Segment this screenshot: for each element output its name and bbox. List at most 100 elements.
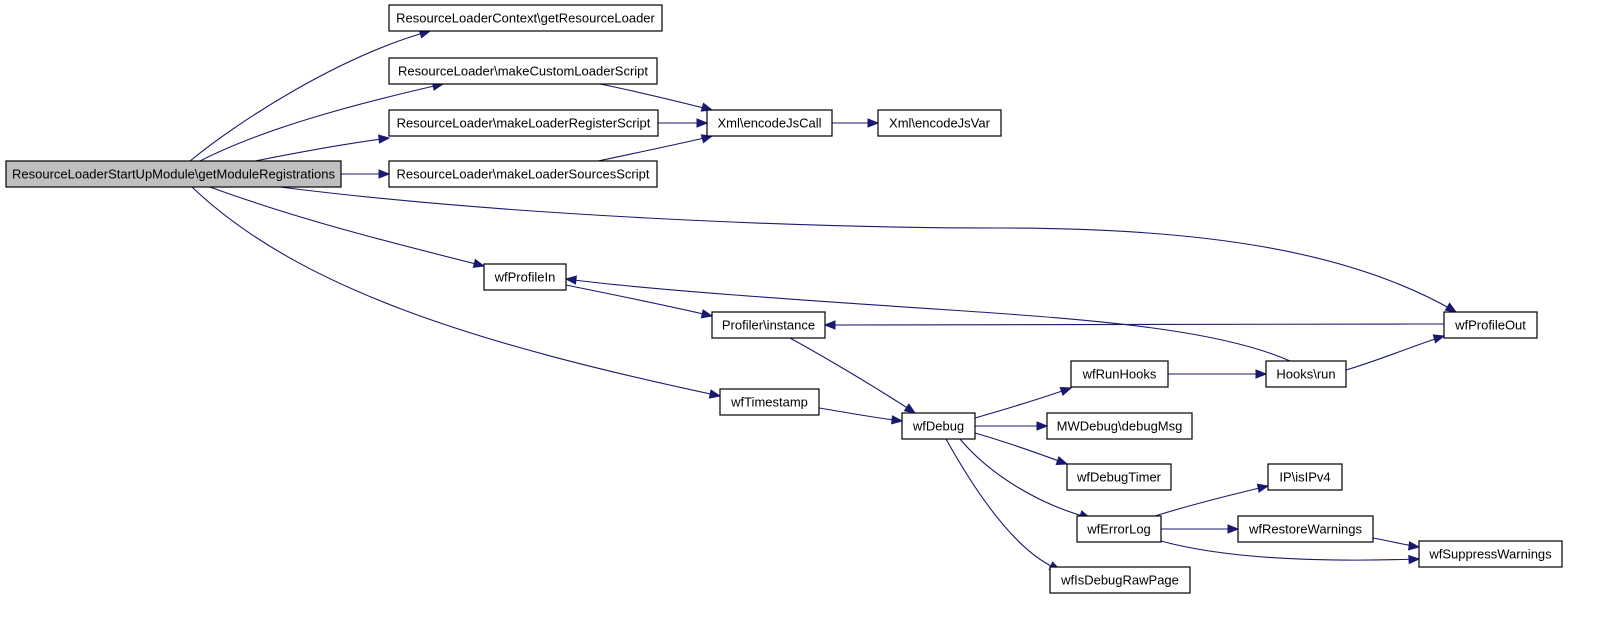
edge-wfDebug-to-debugMsg xyxy=(975,421,1049,431)
node-wfDebugTimer[interactable]: wfDebugTimer xyxy=(1066,463,1172,491)
node-label: wfErrorLog xyxy=(1086,522,1151,537)
node-wfProfileOut[interactable]: wfProfileOut xyxy=(1443,311,1538,339)
node-hooksRun[interactable]: Hooks\run xyxy=(1265,360,1347,388)
node-makeLoaderSourcesScript[interactable]: ResourceLoader\makeLoaderSourcesScript xyxy=(388,160,658,188)
node-box[interactable] xyxy=(1237,515,1374,543)
arrowhead-icon xyxy=(378,169,391,179)
node-label: ResourceLoader\makeLoaderSourcesScript xyxy=(397,167,650,182)
arrowhead-icon xyxy=(1444,302,1458,313)
node-encodeJsCall[interactable]: Xml\encodeJsCall xyxy=(706,109,833,137)
node-box[interactable] xyxy=(1076,515,1162,543)
node-debugMsg[interactable]: MWDebug\debugMsg xyxy=(1046,412,1193,440)
node-box[interactable] xyxy=(1066,463,1172,491)
node-getResourceLoader[interactable]: ResourceLoaderContext\getResourceLoader xyxy=(388,4,663,32)
node-box[interactable] xyxy=(706,109,833,137)
edge-wfErrorLog-to-wfSuppressWarnings xyxy=(1160,540,1421,565)
node-wfIsDebugRawPage[interactable]: wfIsDebugRawPage xyxy=(1049,566,1191,594)
edge-line xyxy=(824,323,1445,326)
arrowhead-icon xyxy=(1408,554,1421,565)
edge-line xyxy=(789,337,916,414)
arrowhead-icon xyxy=(696,118,709,128)
edge-profilerInstance-to-wfDebug xyxy=(789,337,917,414)
node-wfErrorLog[interactable]: wfErrorLog xyxy=(1076,515,1162,543)
node-wfRunHooks[interactable]: wfRunHooks xyxy=(1070,360,1169,388)
arrowhead-icon xyxy=(1227,524,1240,534)
arrowhead-icon xyxy=(708,389,722,399)
node-box[interactable] xyxy=(1267,463,1343,491)
node-wfProfileIn[interactable]: wfProfileIn xyxy=(483,263,567,291)
node-box[interactable] xyxy=(1049,566,1191,594)
arrowhead-icon xyxy=(867,118,880,128)
arrowhead-icon xyxy=(1256,483,1270,493)
node-box[interactable] xyxy=(5,160,342,188)
arrowhead-icon xyxy=(823,320,836,330)
node-profilerInstance[interactable]: Profiler\instance xyxy=(711,311,826,339)
edges-layer xyxy=(189,29,1458,571)
node-label: Hooks\run xyxy=(1276,367,1335,382)
node-label: Xml\encodeJsCall xyxy=(717,116,821,131)
edge-wfDebug-to-wfIsDebugRawPage xyxy=(945,438,1062,571)
node-box[interactable] xyxy=(1265,360,1347,388)
node-wfDebug[interactable]: wfDebug xyxy=(901,412,976,440)
edge-root-to-makeLoaderSourcesScript xyxy=(341,169,391,179)
arrowhead-icon xyxy=(700,309,714,319)
node-makeLoaderRegisterScript[interactable]: ResourceLoader\makeLoaderRegisterScript xyxy=(388,109,659,137)
node-label: Profiler\instance xyxy=(722,318,815,333)
arrowhead-icon xyxy=(903,403,917,414)
node-label: wfProfileIn xyxy=(494,270,556,285)
node-box[interactable] xyxy=(388,109,659,137)
edge-line xyxy=(818,407,903,422)
node-box[interactable] xyxy=(719,388,820,416)
arrowhead-icon xyxy=(1255,369,1268,379)
arrowhead-icon xyxy=(1432,334,1446,344)
node-wfRestoreWarnings[interactable]: wfRestoreWarnings xyxy=(1237,515,1374,543)
arrowhead-icon xyxy=(1059,387,1073,396)
edge-line xyxy=(945,438,1061,571)
edge-wfErrorLog-to-wfRestoreWarnings xyxy=(1161,524,1240,534)
node-box[interactable] xyxy=(483,263,567,291)
edge-wfProfileIn-to-profilerInstance xyxy=(565,284,714,319)
edge-line xyxy=(279,186,1457,313)
arrowhead-icon xyxy=(1408,541,1421,551)
edge-line xyxy=(189,30,431,162)
node-wfSuppressWarnings[interactable]: wfSuppressWarnings xyxy=(1418,540,1563,568)
edge-wfTimestamp-to-wfDebug xyxy=(818,407,904,425)
edge-wfRunHooks-to-hooksRun xyxy=(1168,369,1268,379)
node-box[interactable] xyxy=(1046,412,1193,440)
node-root[interactable]: ResourceLoaderStartUpModule\getModuleReg… xyxy=(5,160,342,188)
node-box[interactable] xyxy=(711,311,826,339)
node-isIPv4[interactable]: IP\isIPv4 xyxy=(1267,463,1343,491)
node-box[interactable] xyxy=(901,412,976,440)
edge-makeLoaderSourcesScript-to-encodeJsCall xyxy=(597,134,714,162)
node-box[interactable] xyxy=(1418,540,1563,568)
node-box[interactable] xyxy=(1443,311,1538,339)
edge-wfRestoreWarnings-to-wfSuppressWarnings xyxy=(1372,537,1421,551)
arrowhead-icon xyxy=(891,415,904,425)
node-label: wfRestoreWarnings xyxy=(1248,522,1362,537)
edge-line xyxy=(191,186,721,397)
node-makeCustomLoaderScript[interactable]: ResourceLoader\makeCustomLoaderScript xyxy=(388,57,658,85)
node-encodeJsVar[interactable]: Xml\encodeJsVar xyxy=(877,109,1002,137)
node-label: wfRunHooks xyxy=(1082,367,1157,382)
node-label: wfSuppressWarnings xyxy=(1428,547,1552,562)
node-label: Xml\encodeJsVar xyxy=(889,116,991,131)
node-label: ResourceLoaderStartUpModule\getModuleReg… xyxy=(12,167,336,182)
node-wfTimestamp[interactable]: wfTimestamp xyxy=(719,388,820,416)
edge-line xyxy=(209,186,485,267)
edge-makeLoaderRegisterScript-to-encodeJsCall xyxy=(658,118,709,128)
node-box[interactable] xyxy=(388,160,658,188)
node-label: MWDebug\debugMsg xyxy=(1057,419,1183,434)
node-label: wfProfileOut xyxy=(1454,318,1526,333)
node-box[interactable] xyxy=(1070,360,1169,388)
edge-wfProfileOut-to-profilerInstance xyxy=(823,320,1445,330)
arrowhead-icon xyxy=(472,258,486,268)
edge-line xyxy=(1345,335,1445,371)
edge-line xyxy=(254,137,390,162)
node-box[interactable] xyxy=(877,109,1002,137)
edge-makeCustomLoaderScript-to-encodeJsCall xyxy=(599,83,714,112)
node-box[interactable] xyxy=(388,4,663,32)
edge-line xyxy=(597,135,713,162)
edge-line xyxy=(565,284,713,317)
node-box[interactable] xyxy=(388,57,658,85)
